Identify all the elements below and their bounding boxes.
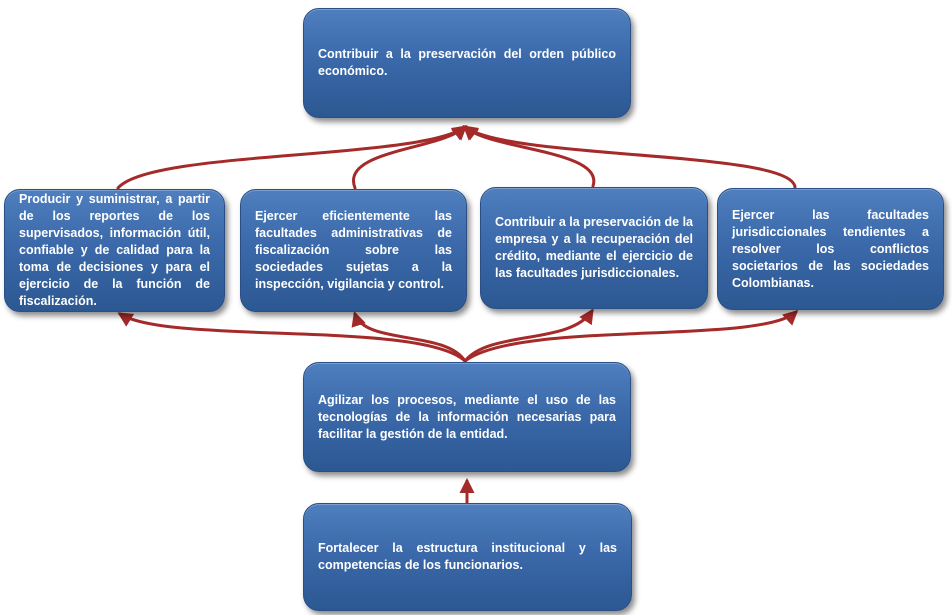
objective-box-1: Producir y suministrar, a partir de los … [4,189,225,312]
arrow-l1-to-top [116,125,468,190]
objective-bottom-text: Fortalecer la estructura institucional y… [318,541,617,572]
objective-text-2: Ejercer eficientemente las facultades ad… [255,209,452,291]
objective-top-text: Contribuir a la preservación del orden p… [318,47,616,78]
objective-text-3: Contribuir a la preservación de la empre… [495,215,693,280]
objective-box-4: Ejercer las facultades jurisdiccionales … [717,188,944,310]
objective-middle-box: Agilizar los procesos, mediante el uso d… [303,362,631,472]
arrow-l4-to-top [462,125,797,189]
objective-middle-text: Agilizar los procesos, mediante el uso d… [318,392,616,441]
objective-text-4: Ejercer las facultades jurisdiccionales … [732,207,929,290]
objective-box-3: Contribuir a la preservación de la empre… [480,187,708,309]
objective-bottom-box: Fortalecer la estructura institucional y… [303,503,632,611]
arrow-mid-to-l4 [463,309,799,363]
objective-box-2: Ejercer eficientemente las facultades ad… [240,189,467,312]
objective-top-box: Contribuir a la preservación del orden p… [303,8,631,118]
objective-text-1: Producir y suministrar, a partir de los … [19,192,210,308]
arrow-l2-to-top [352,124,468,190]
arrow-mid-to-l3 [463,308,594,363]
arrow-mid-to-l1 [117,312,467,363]
arrow-mid-to-l2 [351,311,467,363]
